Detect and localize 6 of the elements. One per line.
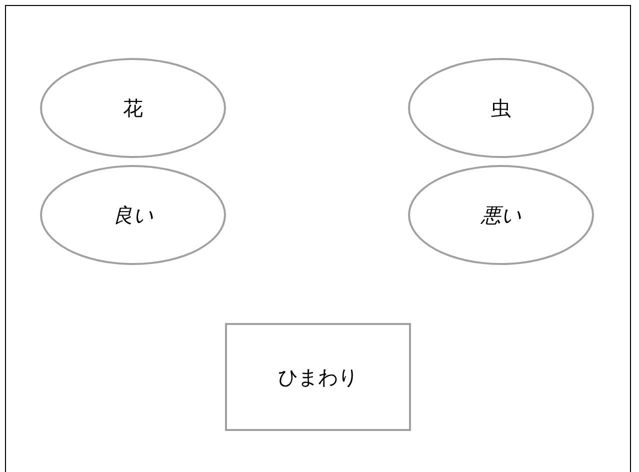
process-box xyxy=(225,323,411,431)
node-label: 悪い xyxy=(481,202,521,228)
node-label: 虫 xyxy=(491,94,511,122)
node-label: 花 xyxy=(123,94,143,122)
node-label: ひまわり xyxy=(278,364,358,390)
node-label: 良い xyxy=(113,202,153,228)
